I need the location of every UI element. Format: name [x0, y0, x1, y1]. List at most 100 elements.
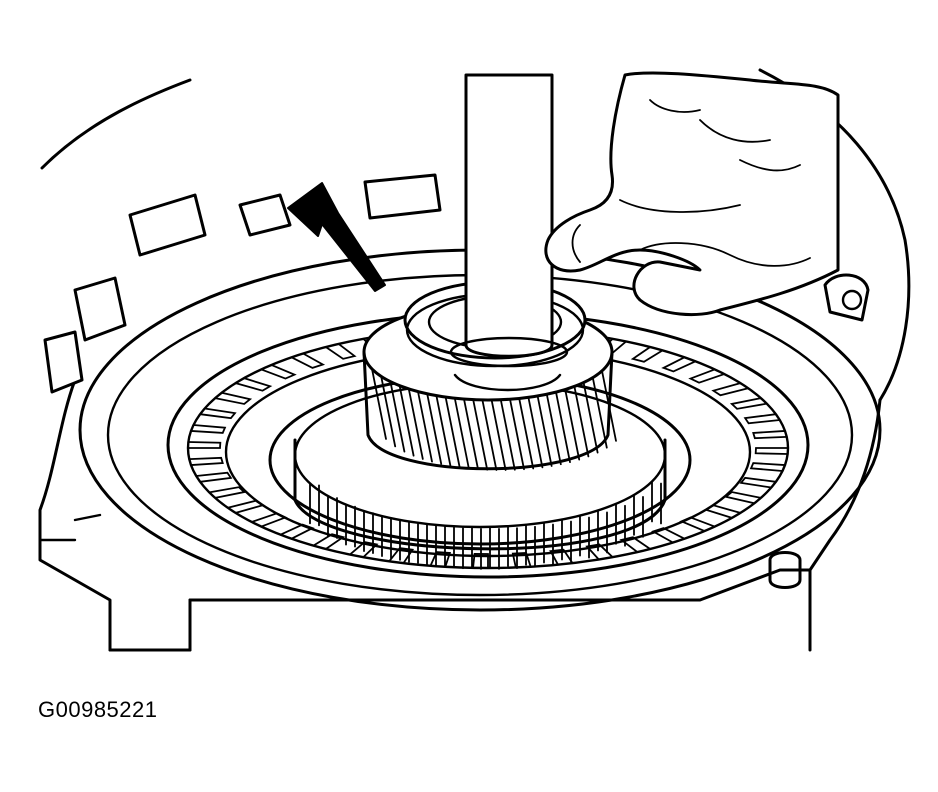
gear-tooth	[509, 398, 525, 471]
drum-tab-left	[128, 193, 207, 257]
tool-shaft	[464, 73, 554, 358]
clutch-tooth	[324, 343, 357, 360]
hand-finger-line-2	[699, 119, 771, 143]
clutch-tooth	[585, 543, 614, 561]
clutch-tooth	[187, 441, 222, 449]
clutch-tooth	[650, 527, 686, 544]
clutch-tooth	[549, 548, 574, 566]
spline-tooth	[489, 525, 500, 570]
gear-tooth	[380, 375, 397, 448]
gear-tooth	[527, 396, 544, 469]
clutch-tooth	[429, 551, 452, 568]
gear-tooth	[591, 376, 608, 449]
case-lower-left	[38, 513, 102, 542]
spline-tooth	[309, 482, 320, 527]
clutch-tooth	[749, 462, 786, 472]
clutch-tooth	[688, 368, 726, 384]
drum-tab-left-4	[43, 330, 84, 394]
spline-teeth	[309, 480, 662, 570]
clutch-tooth	[511, 551, 532, 569]
spline-tooth	[615, 502, 626, 547]
clutch-tooth	[661, 356, 697, 373]
gear-tooth	[545, 393, 562, 466]
gear-tooth	[481, 399, 498, 471]
gear-tooth	[407, 388, 424, 460]
clutch-tooth	[208, 486, 247, 499]
spline-tooth	[327, 495, 338, 539]
spline-tooth	[507, 525, 518, 570]
spline-tooth	[471, 526, 482, 570]
gear-tooth	[453, 397, 470, 470]
clutch-tooth	[739, 476, 777, 489]
spline-tooth	[453, 525, 464, 570]
case-bottom-line	[108, 598, 192, 652]
clutch-tooth	[195, 471, 233, 483]
case-right-boss	[768, 551, 802, 589]
clutch-tooth	[754, 447, 789, 455]
clutch-tooth	[290, 352, 326, 369]
figure-id: G00985221	[38, 697, 158, 722]
gear-tooth	[435, 394, 452, 467]
spline-tooth	[579, 514, 590, 559]
clutch-tooth	[279, 523, 315, 540]
clutch-tooth	[743, 413, 781, 425]
clutch-tooth	[199, 407, 237, 420]
arrow-icon	[287, 182, 386, 292]
gear-tooth	[398, 384, 415, 457]
spline-tooth	[399, 519, 410, 563]
hand	[544, 71, 840, 317]
drum-tab-right	[823, 273, 870, 322]
hand-finger-line-1	[649, 99, 701, 113]
spline-tooth	[381, 515, 392, 559]
clutch-tooth	[348, 541, 379, 559]
clutch-tooth	[214, 391, 253, 405]
spline-tooth	[633, 493, 644, 538]
hand-thumb	[571, 224, 581, 263]
spline-tooth	[525, 523, 536, 568]
spline-tooth	[417, 521, 428, 566]
spline-hub-wall	[293, 438, 667, 551]
gear-tooth	[417, 390, 433, 463]
drum-tab-top	[363, 173, 442, 220]
clutch-tooth	[723, 491, 762, 505]
case-right-wall	[808, 398, 882, 572]
gear-tooth	[371, 368, 387, 440]
gear-tooth	[389, 380, 406, 453]
housing-outer-arc	[40, 78, 192, 170]
gear-tooth	[601, 369, 617, 442]
tool-shaft-collar	[453, 373, 562, 392]
clutch-tooth	[729, 397, 768, 410]
gear-tooth	[582, 381, 599, 454]
clutch-tooth	[190, 424, 227, 434]
spline-tooth	[435, 524, 446, 568]
hand-knuckle	[739, 159, 801, 172]
spline-tooth	[597, 509, 608, 554]
clutch-tooth	[234, 377, 273, 392]
hand-finger-line-3	[619, 199, 741, 213]
gear-tooth	[444, 396, 461, 469]
clutch-tooth	[388, 547, 415, 565]
spline-tooth	[651, 480, 662, 525]
clutch-tooth	[250, 512, 288, 528]
gear-tooth	[536, 395, 553, 467]
clutch-tooth	[679, 516, 716, 532]
gear-tooth	[490, 399, 507, 471]
spline-tooth	[561, 518, 572, 563]
clutch-tooth	[752, 430, 788, 440]
clutch-tooth	[711, 382, 750, 397]
gear-tooth	[463, 398, 479, 470]
gear-teeth	[371, 368, 617, 471]
tool-shaft-base	[449, 336, 569, 368]
clutch-tooth	[260, 364, 297, 380]
clutch-tooth	[619, 536, 652, 553]
clutch-tooth	[226, 499, 265, 514]
gear-tooth	[472, 398, 489, 471]
spline-tooth	[363, 510, 374, 554]
spline-tooth	[543, 521, 554, 566]
gear-tooth	[499, 398, 516, 471]
spline-tooth	[345, 503, 356, 548]
drum-tab-left-3	[73, 276, 127, 342]
gear-tooth	[555, 391, 571, 464]
clutch-tooth	[188, 456, 224, 466]
clutch-tooth	[630, 346, 664, 363]
